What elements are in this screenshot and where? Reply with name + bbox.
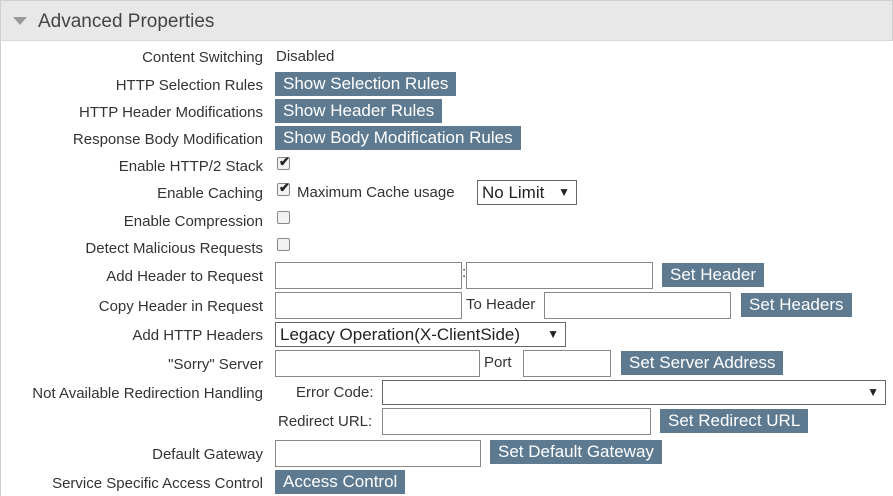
redirect-url-label: Redirect URL: bbox=[278, 413, 373, 430]
enable-caching-checkbox[interactable]: ✔ bbox=[277, 180, 290, 196]
detect-malicious-requests-checkbox[interactable] bbox=[277, 238, 290, 251]
port-label: Port bbox=[484, 354, 512, 371]
panel-title: Advanced Properties bbox=[38, 11, 215, 32]
redirect-url-input[interactable] bbox=[382, 408, 651, 435]
enable-compression-label: Enable Compression bbox=[123, 213, 263, 230]
http-header-modifications-label: HTTP Header Modifications bbox=[79, 104, 263, 121]
detect-malicious-requests-label: Detect Malicious Requests bbox=[85, 240, 263, 257]
show-body-modification-rules-button[interactable]: Show Body Modification Rules bbox=[275, 126, 521, 150]
content-switching-label: Content Switching bbox=[142, 49, 263, 66]
dropdown-arrow-icon: ▼ bbox=[547, 327, 559, 341]
enable-compression-checkbox[interactable] bbox=[277, 211, 290, 224]
set-headers-button[interactable]: Set Headers bbox=[741, 293, 852, 317]
content-switching-value: Disabled bbox=[276, 48, 335, 65]
copy-header-in-request-label: Copy Header in Request bbox=[98, 298, 263, 315]
checkmark-icon: ✔ bbox=[279, 154, 290, 169]
set-header-button[interactable]: Set Header bbox=[662, 263, 764, 287]
add-header-name-input[interactable] bbox=[275, 262, 462, 289]
copy-header-from-input[interactable] bbox=[275, 292, 462, 319]
default-gateway-input[interactable] bbox=[275, 440, 481, 467]
service-specific-access-control-label: Service Specific Access Control bbox=[52, 475, 263, 492]
enable-http2-checkbox[interactable]: ✔ bbox=[277, 154, 290, 170]
copy-header-to-input[interactable] bbox=[544, 292, 731, 319]
checkmark-icon: ✔ bbox=[279, 180, 290, 195]
error-code-select[interactable]: ▼ bbox=[382, 380, 886, 405]
set-default-gateway-button[interactable]: Set Default Gateway bbox=[490, 440, 662, 464]
max-cache-usage-select[interactable]: No Limit ▼ bbox=[477, 180, 577, 205]
access-control-button[interactable]: Access Control bbox=[275, 470, 406, 494]
not-available-redirection-label: Not Available Redirection Handling bbox=[32, 385, 263, 402]
dropdown-arrow-icon: ▼ bbox=[867, 385, 879, 399]
add-http-headers-select[interactable]: Legacy Operation(X-ClientSide) ▼ bbox=[275, 322, 566, 347]
show-header-rules-button[interactable]: Show Header Rules bbox=[275, 99, 443, 123]
error-code-label: Error Code: bbox=[296, 384, 374, 401]
header-separator: : bbox=[462, 264, 467, 281]
to-header-label: To Header bbox=[466, 296, 536, 313]
max-cache-usage-label: Maximum Cache usage bbox=[297, 184, 455, 201]
response-body-modification-label: Response Body Modification bbox=[72, 131, 263, 148]
max-cache-usage-value: No Limit bbox=[482, 183, 545, 202]
set-redirect-url-button[interactable]: Set Redirect URL bbox=[660, 409, 809, 433]
sorry-server-port-input[interactable] bbox=[523, 350, 611, 377]
sorry-server-address-input[interactable] bbox=[275, 350, 480, 377]
show-selection-rules-button[interactable]: Show Selection Rules bbox=[275, 72, 457, 96]
default-gateway-label: Default Gateway bbox=[152, 446, 263, 463]
enable-caching-label: Enable Caching bbox=[157, 185, 263, 202]
dropdown-arrow-icon: ▼ bbox=[558, 185, 570, 199]
collapse-triangle-icon[interactable] bbox=[13, 17, 27, 25]
add-header-to-request-label: Add Header to Request bbox=[106, 268, 263, 285]
panel-border bbox=[0, 41, 1, 496]
add-header-value-input[interactable] bbox=[466, 262, 653, 289]
http-selection-rules-label: HTTP Selection Rules bbox=[115, 77, 263, 94]
set-server-address-button[interactable]: Set Server Address bbox=[621, 351, 784, 375]
add-http-headers-label: Add HTTP Headers bbox=[132, 327, 263, 344]
add-http-headers-value: Legacy Operation(X-ClientSide) bbox=[280, 325, 521, 344]
panel-header[interactable]: Advanced Properties bbox=[0, 0, 893, 41]
enable-http2-label: Enable HTTP/2 Stack bbox=[118, 158, 263, 175]
sorry-server-label: "Sorry" Server bbox=[168, 356, 263, 373]
